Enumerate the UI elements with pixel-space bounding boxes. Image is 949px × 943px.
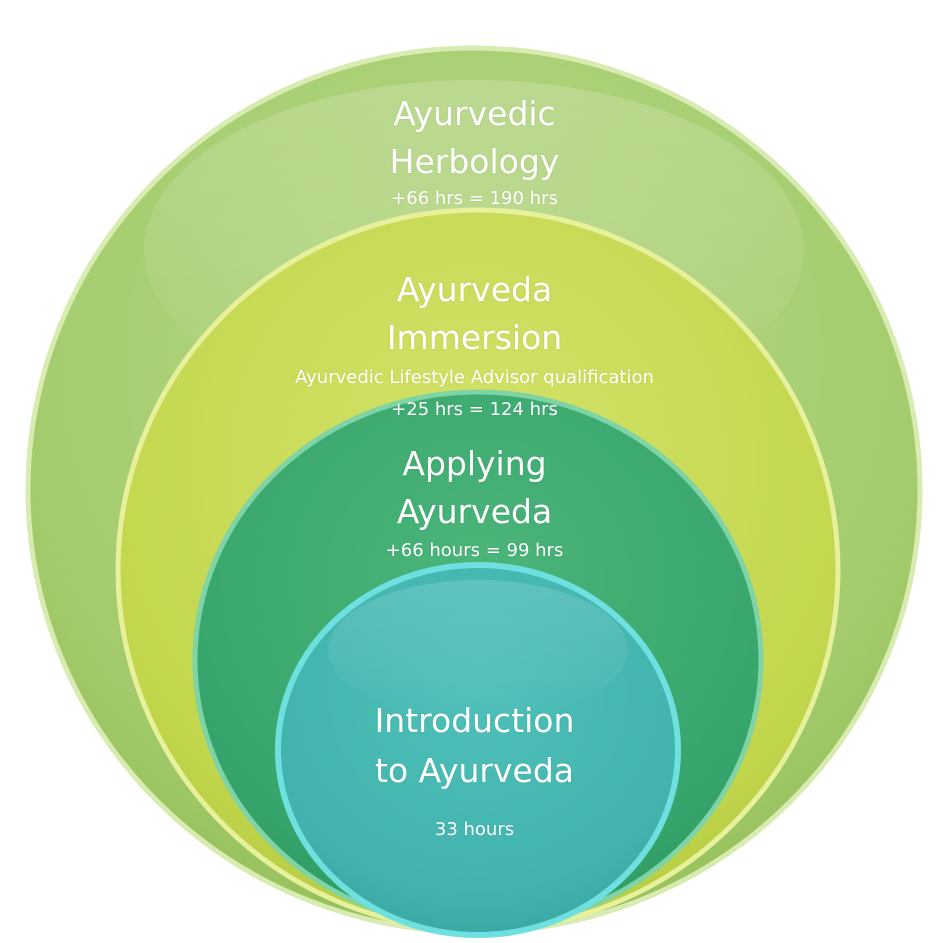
applying-title-line2: Ayurveda: [396, 492, 553, 531]
herbology-hours: +66 hrs = 190 hrs: [391, 188, 558, 209]
immersion-title-line2: Immersion: [386, 318, 563, 357]
applying-hours: +66 hours = 99 hrs: [385, 540, 564, 561]
ring-inner-highlight: [328, 580, 628, 720]
introduction-hours: 33 hours: [434, 819, 515, 840]
introduction-title-line2: to Ayurveda: [375, 751, 574, 790]
applying-title-line1: Applying: [402, 444, 547, 483]
immersion-qualification: Ayurvedic Lifestyle Advisor qualificatio…: [295, 367, 654, 388]
immersion-title-line1: Ayurveda: [396, 270, 553, 309]
immersion-hours: +25 hrs = 124 hrs: [391, 399, 558, 420]
introduction-title-line1: Introduction: [374, 701, 575, 740]
herbology-title-line2: Herbology: [389, 142, 560, 181]
herbology-title-line1: Ayurvedic: [393, 94, 556, 133]
